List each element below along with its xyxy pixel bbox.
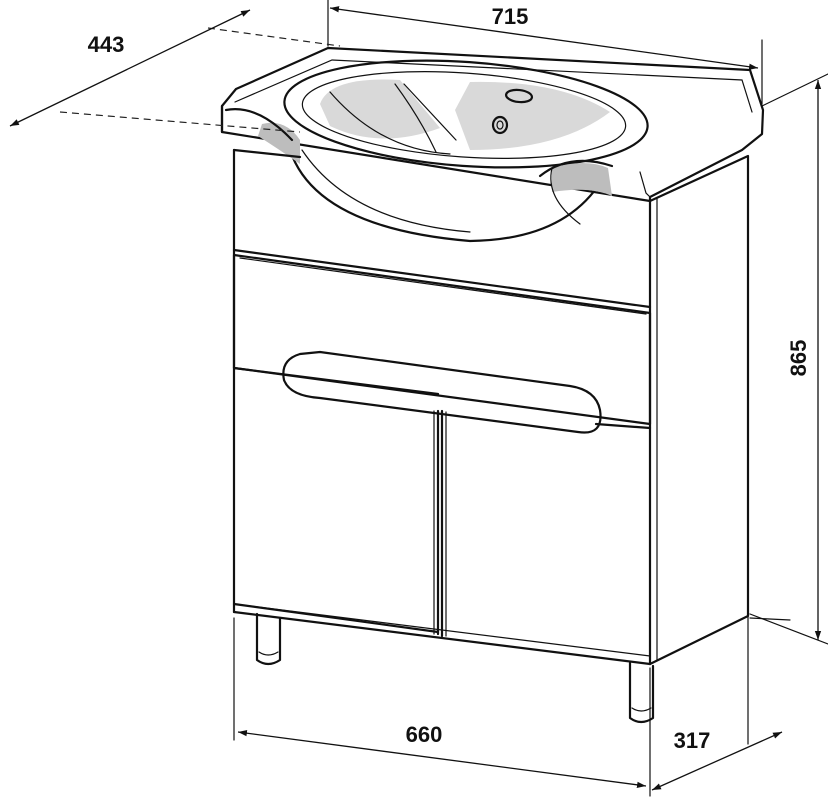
cabinet-body xyxy=(232,148,750,666)
dimension-label-317: 317 xyxy=(674,728,711,753)
leg-front-left xyxy=(255,612,282,666)
dimension-label-865: 865 xyxy=(786,340,811,377)
dimension-depth-bottom: 317 xyxy=(651,615,791,791)
dimension-label-660: 660 xyxy=(406,722,443,747)
drawer-handle xyxy=(282,350,602,434)
door-left xyxy=(232,366,440,636)
door-right xyxy=(440,409,652,638)
dimension-label-443: 443 xyxy=(88,32,125,57)
leg-front-right xyxy=(628,661,655,724)
dimension-label-715: 715 xyxy=(492,4,529,29)
sink-basin xyxy=(220,46,765,243)
dimension-width-bottom: 660 xyxy=(233,617,651,797)
dimension-height: 865 xyxy=(749,73,828,645)
drawer xyxy=(232,248,652,434)
dimension-width-top: 715 xyxy=(327,0,763,105)
dimension-depth-top: 443 xyxy=(9,9,341,133)
